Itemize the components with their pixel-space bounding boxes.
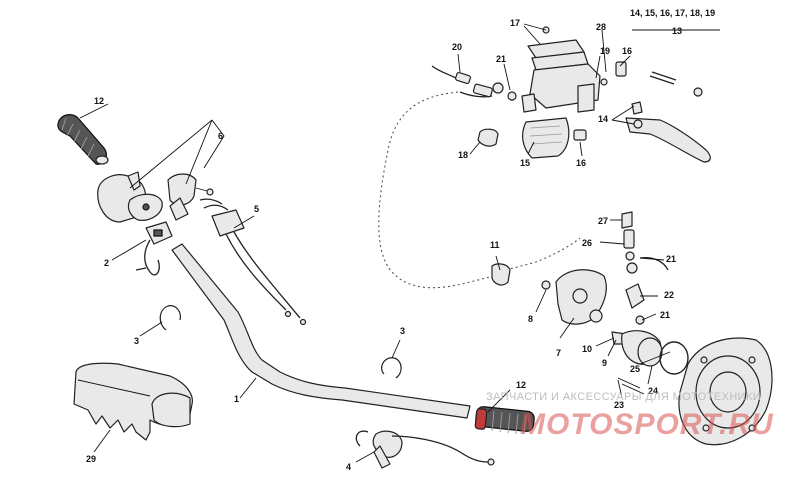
callout-17: 17 xyxy=(510,18,520,28)
callout-22: 22 xyxy=(664,290,674,300)
brake-lever xyxy=(625,71,711,163)
clutch-bracket xyxy=(491,263,689,375)
callout-2: 2 xyxy=(104,258,109,268)
callout-3-left: 3 xyxy=(134,336,139,346)
callout-6: 6 xyxy=(218,131,223,141)
callout-11: 11 xyxy=(490,240,500,250)
callout-21-top: 21 xyxy=(496,54,506,64)
callout-24: 24 xyxy=(648,386,658,396)
watermark-logo: MOTOSPORT.RU xyxy=(520,408,774,441)
callout-14: 14 xyxy=(598,114,608,124)
callout-20: 20 xyxy=(452,42,462,52)
callout-9: 9 xyxy=(602,358,607,368)
callout-21-bottom: 21 xyxy=(660,310,670,320)
right-grip xyxy=(474,406,535,435)
kill-switch xyxy=(355,430,495,469)
callout-8: 8 xyxy=(528,314,533,324)
leader-lines xyxy=(79,23,720,463)
callout-26: 26 xyxy=(582,238,592,248)
callout-18: 18 xyxy=(458,150,468,160)
reservoir xyxy=(477,117,587,159)
callout-4: 4 xyxy=(346,462,351,472)
callout-16-bottom: 16 xyxy=(576,158,586,168)
clutch-cover xyxy=(617,337,773,446)
circlip-left xyxy=(159,305,181,331)
left-housing xyxy=(97,171,214,223)
callout-1: 1 xyxy=(234,394,239,404)
watermark: ЗАПЧАСТИ И АКСЕССУАРЫ ДЛЯ МОТОТЕХНИКИ MO… xyxy=(486,391,774,441)
clutch-cable xyxy=(378,91,581,289)
cable-adjuster xyxy=(431,65,517,101)
callout-15: 15 xyxy=(520,158,530,168)
callout-27: 27 xyxy=(598,216,608,226)
handlebar-pad-cover xyxy=(73,362,193,441)
master-cylinder xyxy=(521,26,627,113)
callout-13: 13 xyxy=(672,26,682,36)
circlip-right xyxy=(381,357,402,379)
handlebar xyxy=(171,243,471,419)
callout-13-group: 14, 15, 16, 17, 18, 19 xyxy=(630,8,715,18)
throttle-cables xyxy=(199,198,307,326)
callout-labels: 1 2 3 3 4 5 6 7 8 9 10 11 12 12 13 14, 1… xyxy=(86,8,715,472)
callout-23: 23 xyxy=(614,400,624,410)
callout-25: 25 xyxy=(630,364,640,374)
callout-12-right: 12 xyxy=(516,380,526,390)
callout-21-middle: 21 xyxy=(666,254,676,264)
callout-5: 5 xyxy=(254,204,259,214)
watermark-caption: ЗАПЧАСТИ И АКСЕССУАРЫ ДЛЯ МОТОТЕХНИКИ xyxy=(486,391,761,403)
callout-12-left: 12 xyxy=(94,96,104,106)
callout-19: 19 xyxy=(600,46,610,56)
left-grip xyxy=(57,114,109,165)
callout-3-right: 3 xyxy=(400,326,405,336)
banjo-fittings xyxy=(621,211,669,325)
callout-28: 28 xyxy=(596,22,606,32)
callout-16-top: 16 xyxy=(622,46,632,56)
callout-29: 29 xyxy=(86,454,96,464)
callout-7: 7 xyxy=(556,348,561,358)
callout-10: 10 xyxy=(582,344,592,354)
switch-unit xyxy=(135,221,173,276)
